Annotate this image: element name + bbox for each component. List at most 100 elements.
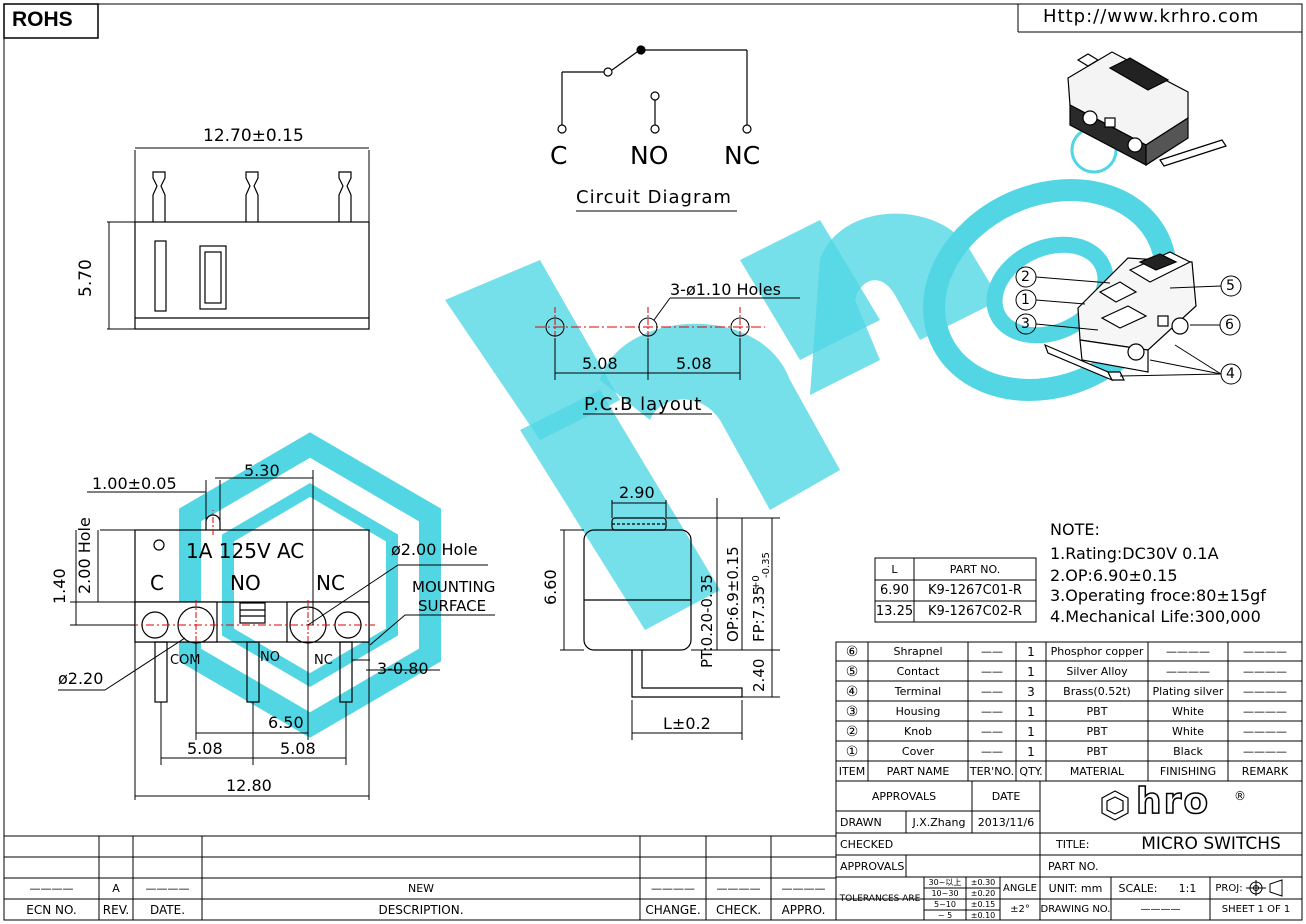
dim-fp-tol-bottom: -0.35 bbox=[761, 552, 772, 578]
rev-check-value: ———— bbox=[716, 882, 761, 895]
scale-label: SCALE: bbox=[1118, 881, 1158, 895]
pcb-holes-label: 3-ø1.10 Holes bbox=[670, 280, 781, 299]
bom-cell-ter: —— bbox=[981, 665, 1003, 678]
pcb-layout bbox=[535, 297, 800, 415]
scale-value: 1:1 bbox=[1178, 881, 1197, 895]
pcb-hole bbox=[730, 317, 750, 337]
note-1: 1.Rating:DC30V 0.1A bbox=[1050, 544, 1219, 563]
bom-cell-name: Terminal bbox=[894, 685, 942, 698]
pcb-pitch-left: 5.08 bbox=[582, 354, 618, 373]
rev-header-ecn: ECN NO. bbox=[26, 902, 77, 917]
mounting-surface-1: MOUNTING bbox=[412, 578, 496, 596]
title-label: TITLE: bbox=[1056, 837, 1090, 851]
dim-660: 6.60 bbox=[541, 569, 560, 605]
bom-cell-name: Shrapnel bbox=[893, 645, 943, 658]
bom-cell-item: ② bbox=[845, 723, 859, 740]
notes-title: NOTE: bbox=[1050, 520, 1100, 539]
bom-cell-material: PBT bbox=[1086, 705, 1108, 718]
rev-header-change: CHANGE. bbox=[645, 902, 701, 917]
bom-grid bbox=[835, 641, 1303, 782]
bom-cell-qty: 1 bbox=[1027, 644, 1035, 659]
note-4: 4.Mechanical Life:300,000 bbox=[1050, 607, 1261, 626]
tol-value-4: ±0.10 bbox=[970, 910, 996, 920]
rev-date-value: ———— bbox=[145, 882, 190, 895]
rev-appro-value: ———— bbox=[781, 882, 826, 895]
bom-header-finishing: FINISHING bbox=[1159, 764, 1217, 778]
drawn-label: DRAWN bbox=[840, 815, 882, 829]
pcb-hole bbox=[545, 317, 565, 337]
bom-cell-ter: —— bbox=[981, 645, 1003, 658]
drawn-date: 2013/11/6 bbox=[977, 815, 1035, 829]
callout-3: 3 bbox=[1021, 316, 1030, 332]
rev-header-check: CHECK. bbox=[715, 902, 762, 917]
pcb-layout-title: P.C.B layout bbox=[584, 394, 703, 415]
bom-cell-ter: —— bbox=[981, 745, 1003, 758]
rev-rev-value: A bbox=[112, 882, 120, 895]
hro-watermark bbox=[179, 126, 1177, 738]
bom-cell-remark: ———— bbox=[1243, 685, 1287, 698]
circuit-terminal-nc: NC bbox=[724, 141, 761, 170]
dim-650: 6.50 bbox=[268, 713, 304, 732]
rev-header-rev: REV. bbox=[102, 902, 130, 917]
top-height-dim: 5.70 bbox=[76, 259, 96, 297]
rev-header-appro: APPRO. bbox=[781, 902, 826, 917]
callout-6: 6 bbox=[1225, 317, 1234, 333]
variants-table-grid bbox=[874, 557, 1037, 623]
bom-cell-item: ① bbox=[845, 743, 859, 760]
bom-cell-finishing: ———— bbox=[1166, 665, 1210, 678]
bom-cell-remark: ———— bbox=[1243, 725, 1287, 738]
dim-140: 1.40 bbox=[50, 568, 69, 604]
bom-cell-ter: —— bbox=[981, 725, 1003, 738]
bom-cell-ter: —— bbox=[981, 685, 1003, 698]
dim-1280: 12.80 bbox=[226, 776, 272, 795]
proj-label: PROJ: bbox=[1215, 882, 1243, 894]
note-2: 2.OP:6.90±0.15 bbox=[1050, 566, 1178, 585]
dim-530: 5.30 bbox=[244, 461, 280, 480]
tol-value-1: ±0.30 bbox=[970, 878, 996, 887]
pcb-pitch-right: 5.08 bbox=[676, 354, 712, 373]
revision-grid bbox=[4, 835, 836, 920]
bom-cell-remark: ———— bbox=[1243, 705, 1287, 718]
exploded-view bbox=[1015, 251, 1242, 385]
front-label-no: NO bbox=[230, 571, 261, 595]
pin-label-nc: NC bbox=[314, 653, 333, 668]
callout-5: 5 bbox=[1226, 278, 1235, 294]
hro-logo: hro bbox=[1135, 781, 1211, 822]
hro-logo-icon bbox=[1101, 790, 1129, 821]
bom-cell-item: ③ bbox=[845, 703, 859, 720]
bom-header-item: ITEM bbox=[838, 764, 866, 778]
bom-header-remark: REMARK bbox=[1241, 764, 1289, 778]
hro-logo-registered: ® bbox=[1234, 789, 1246, 803]
projection-symbol-icon bbox=[1246, 879, 1283, 897]
tol-value-3: ±0.15 bbox=[970, 900, 996, 909]
circuit-terminal-no: NO bbox=[630, 141, 669, 170]
bom-cell-qty: 3 bbox=[1027, 684, 1035, 699]
bom-cell-item: ⑤ bbox=[845, 663, 859, 680]
bom-header-name: PART NAME bbox=[886, 764, 950, 778]
bom-cell-remark: ———— bbox=[1243, 665, 1287, 678]
date-header: DATE bbox=[991, 789, 1021, 803]
bom-header-ter: TER'NO. bbox=[969, 764, 1015, 778]
checked-label: CHECKED bbox=[840, 837, 894, 851]
pcb-hole bbox=[638, 317, 658, 337]
drawing-no-value: ———— bbox=[1140, 904, 1181, 915]
bom-header-qty: QTY. bbox=[1019, 764, 1043, 778]
variants-header-l: L bbox=[891, 562, 898, 576]
top-view bbox=[107, 147, 370, 330]
bom-cell-finishing: White bbox=[1172, 725, 1204, 738]
rev-change-value: ———— bbox=[651, 882, 695, 895]
bom-cell-finishing: Plating silver bbox=[1152, 685, 1224, 698]
front-marking: 1A 125V AC bbox=[186, 539, 305, 563]
bom-cell-name: Contact bbox=[896, 665, 940, 678]
tolerances-label: TOLERANCES ARE bbox=[839, 893, 921, 904]
dim-fp: FP:7.35 bbox=[750, 585, 768, 642]
dim-290: 2.90 bbox=[619, 483, 655, 502]
bom-cell-finishing: Black bbox=[1173, 745, 1203, 758]
title-block-grid bbox=[835, 780, 1303, 921]
dim-hole-vertical: 2.00 Hole bbox=[75, 517, 94, 594]
bom-cell-ter: —— bbox=[981, 705, 1003, 718]
dim-080: 3-0.80 bbox=[377, 659, 429, 678]
circuit-diagram bbox=[557, 45, 752, 212]
title-value: MICRO SWITCHS bbox=[1141, 834, 1281, 854]
